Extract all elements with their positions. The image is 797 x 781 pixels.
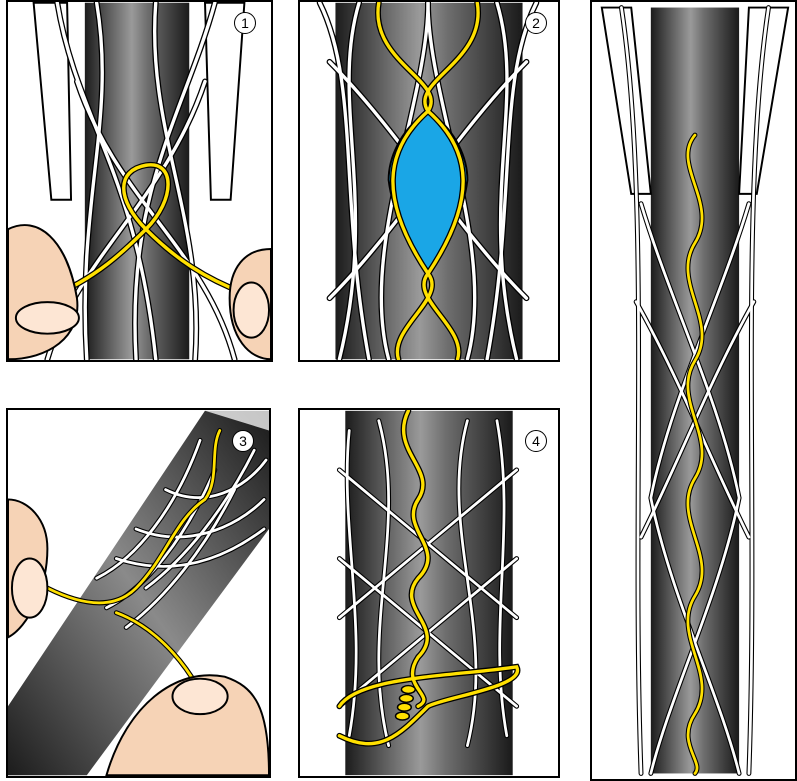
step-3-panel: 3 [6,408,271,778]
step-2-illustration [300,2,558,360]
step-number-badge: 1 [234,12,256,34]
step-number-badge: 4 [525,430,547,452]
finished-grip-panel [590,0,797,781]
step-1-panel: 1 [6,0,273,362]
step-3-illustration [8,410,269,776]
step-number-badge: 3 [232,430,254,452]
finished-grip-illustration [592,2,795,779]
step-number-badge: 2 [525,12,547,34]
step-2-panel: 2 [298,0,560,362]
step-4-panel: 4 [298,408,560,778]
step-1-illustration [8,2,271,360]
step-4-illustration [300,410,558,776]
